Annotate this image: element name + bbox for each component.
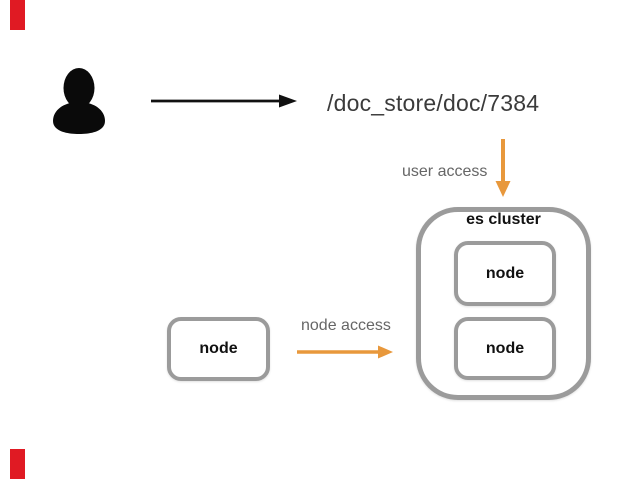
request-arrow-right-icon <box>151 94 297 108</box>
cluster-node-bottom: node <box>454 317 556 380</box>
node-access-label: node access <box>301 317 391 334</box>
cluster-node-top: node <box>454 241 556 306</box>
red-corner-marker-top <box>10 0 25 30</box>
red-corner-marker-bottom <box>10 449 25 479</box>
external-node: node <box>167 317 270 381</box>
user-access-label: user access <box>402 163 488 180</box>
node-access-arrow-right-icon <box>297 345 393 359</box>
request-path-text: /doc_store/doc/7384 <box>327 90 540 116</box>
user-silhouette-icon <box>53 68 105 134</box>
user-access-arrow-down-icon <box>495 139 511 197</box>
es-cluster-title: es cluster <box>466 211 541 228</box>
